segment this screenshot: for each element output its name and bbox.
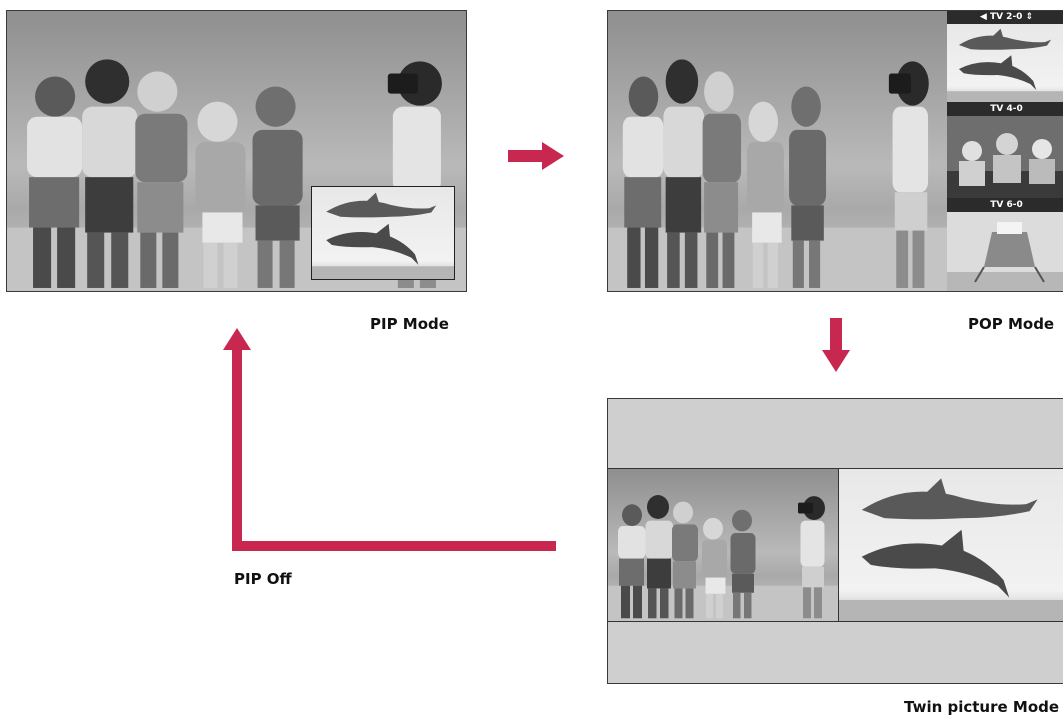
crowd-photo — [947, 116, 1063, 198]
pop-mode-screen: ◀ TV 2-0 ⇕ TV 4-0 TV 6-0 — [607, 10, 1063, 292]
pop-channel-bar-2[interactable]: TV 4-0 — [947, 103, 1063, 116]
twin-mode-caption: Twin picture Mode — [904, 698, 1060, 716]
kids-photo — [608, 469, 838, 621]
pip-mode-caption: PIP Mode — [370, 315, 449, 333]
arrow-down-icon — [822, 318, 850, 372]
pop-channel-bar-1[interactable]: ◀ TV 2-0 ⇕ — [947, 11, 1063, 24]
moon-lander-photo — [947, 212, 1063, 291]
arrow-up-icon — [223, 328, 556, 551]
pop-thumb-3[interactable] — [947, 212, 1063, 291]
channel-label: TV 2-0 — [989, 12, 1023, 22]
pop-thumb-1[interactable] — [947, 24, 1063, 102]
dolphin-photo — [839, 469, 1063, 621]
left-arrow-icon[interactable]: ◀ — [979, 12, 987, 22]
pop-channel-column: ◀ TV 2-0 ⇕ TV 4-0 TV 6-0 — [947, 11, 1063, 291]
updown-arrow-icon[interactable]: ⇕ — [1025, 12, 1034, 22]
twin-left-picture[interactable] — [608, 468, 839, 622]
pop-thumb-2[interactable] — [947, 116, 1063, 198]
dolphin-photo — [312, 187, 454, 279]
pop-channel-bar-3[interactable]: TV 6-0 — [947, 199, 1063, 212]
twin-mode-screen — [607, 398, 1063, 684]
arrow-right-icon — [508, 142, 564, 170]
pip-inset-window — [311, 186, 455, 280]
pop-mode-caption: POP Mode — [968, 315, 1055, 333]
twin-right-picture[interactable] — [839, 468, 1063, 622]
kids-photo — [608, 11, 948, 291]
pip-off-caption: PIP Off — [234, 570, 292, 588]
dolphin-photo — [947, 24, 1063, 102]
pip-mode-screen — [6, 10, 467, 292]
